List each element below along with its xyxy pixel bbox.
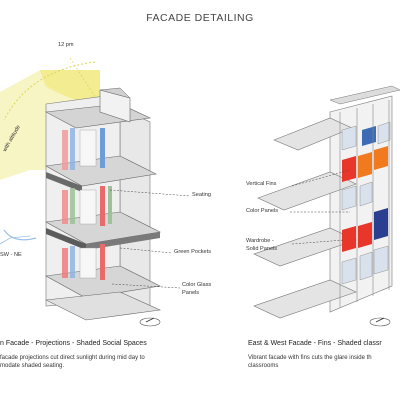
callout-green-pockets: Green Pockets (174, 249, 211, 255)
left-leader-lines (109, 189, 191, 289)
sun-time-label: 12 pm (58, 42, 74, 48)
left-caption: n Facade - Projections - Shaded Social S… (0, 340, 147, 347)
page-title: FACADE DETAILING (146, 12, 254, 24)
right-building (253, 85, 400, 327)
callout-wardrobe-line2: Solid Panels (246, 246, 278, 252)
right-leader-lines (290, 169, 351, 245)
callout-vertical-fins: Vertical Fins (246, 181, 277, 187)
right-description-line1: Vibrant facade with fins cuts the glare … (248, 355, 372, 361)
right-description-line2: classrooms (248, 363, 279, 369)
left-description-line2: modate shaded seating. (0, 363, 65, 369)
sun-direction-label: SW - NE (0, 252, 22, 258)
callout-color-glass-line1: Color Glass (182, 282, 212, 288)
left-description-line1: facade projections cut direct sunlight d… (0, 355, 145, 361)
callout-color-panels: Color Panels (246, 208, 279, 214)
left-building (44, 87, 162, 327)
right-caption: East & West Facade - Fins - Shaded class… (248, 340, 382, 347)
callout-seating: Seating (192, 192, 211, 198)
callout-color-glass-line2: Panels (182, 290, 200, 296)
callout-wardrobe-line1: Wardrobe - (246, 238, 274, 244)
